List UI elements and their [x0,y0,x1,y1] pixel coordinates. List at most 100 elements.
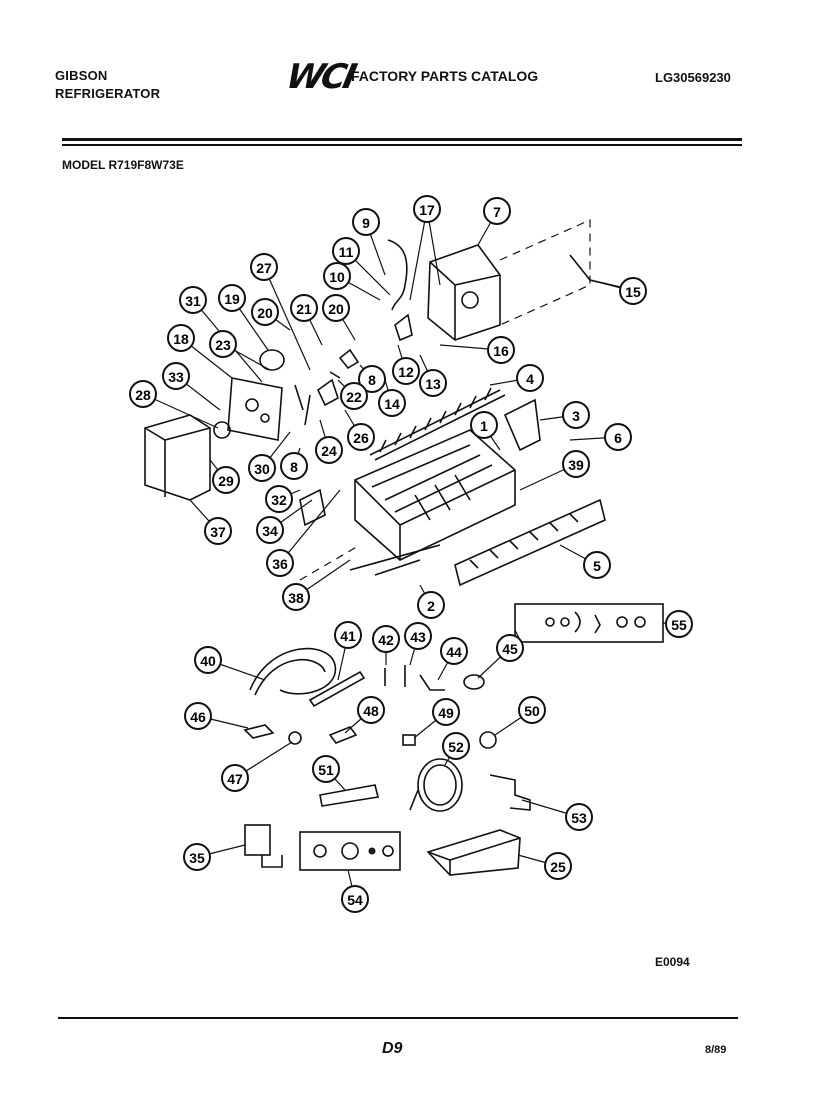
callout-number: 6 [614,430,622,446]
callout-circle [392,357,420,385]
callout-16: 16 [487,336,515,364]
callout-circle [496,634,524,662]
callout-47: 47 [221,764,249,792]
callout-14: 14 [378,389,406,417]
callout-20: 20 [251,298,279,326]
callout-9: 9 [352,208,380,236]
callout-circle [265,485,293,513]
callout-number: 46 [190,709,206,725]
callout-number: 20 [328,301,344,317]
catalog-title: FACTORY PARTS CATALOG [351,68,539,84]
callout-number: 45 [502,641,518,657]
callout-35: 35 [183,843,211,871]
callout-4: 4 [516,364,544,392]
callout-circle [167,324,195,352]
callout-number: 8 [368,372,376,388]
callout-circle [565,803,593,831]
callout-39: 39 [562,450,590,478]
callout-54: 54 [341,885,369,913]
callout-51: 51 [312,755,340,783]
callout-36: 36 [266,549,294,577]
callout-18: 18 [167,324,195,352]
callout-circle [250,253,278,281]
callout-circle [221,764,249,792]
callout-17: 17 [413,195,441,223]
callout-circle [312,755,340,783]
callout-circle [516,364,544,392]
callout-number: 31 [185,293,201,309]
callout-number: 30 [254,461,270,477]
callout-circle [212,466,240,494]
callout-number: 10 [329,269,345,285]
callout-circle [290,294,318,322]
callout-circle [417,591,445,619]
model-number: MODEL R719F8W73E [62,158,184,172]
callout-number: 20 [257,305,273,321]
callout-6: 6 [604,423,632,451]
callout-number: 44 [446,644,462,660]
callout-number: 4 [526,371,534,387]
callout-number: 5 [593,558,601,574]
callout-41: 41 [334,621,362,649]
callout-number: 43 [410,629,426,645]
callout-40: 40 [194,646,222,674]
callout-number: 25 [550,859,566,875]
callout-50: 50 [518,696,546,724]
callout-circle [442,732,470,760]
callout-number: 8 [290,459,298,475]
callout-number: 34 [262,523,278,539]
callout-55: 55 [665,610,693,638]
callout-number: 24 [321,443,337,459]
callout-circle [315,436,343,464]
callout-number: 32 [271,492,287,508]
callout-number: 22 [346,389,362,405]
callout-circle [129,380,157,408]
callout-13: 13 [419,369,447,397]
callout-circle [432,698,460,726]
callout-number: 13 [425,376,441,392]
callout-circle [256,516,284,544]
callout-number: 41 [340,628,356,644]
callout-circle [341,885,369,913]
callout-circle [248,454,276,482]
callout-number: 50 [524,703,540,719]
callout-number: 23 [215,337,231,353]
callout-7: 7 [483,197,511,225]
callout-circle [209,330,237,358]
callout-circle [378,389,406,417]
motor-housing [427,244,501,341]
callout-44: 44 [440,637,468,665]
header-rule-bottom [62,144,742,146]
callout-number: 12 [398,364,414,380]
callout-number: 9 [362,215,370,231]
callout-number: 51 [318,762,334,778]
callout-21: 21 [290,294,318,322]
callout-48: 48 [357,696,385,724]
callout-circle [440,637,468,665]
product-type: REFRIGERATOR [55,86,161,101]
callout-number: 36 [272,556,288,572]
callout-8: 8 [280,452,308,480]
callout-circle [183,843,211,871]
callout-circle [483,197,511,225]
callout-19: 19 [218,284,246,312]
footer-rule [58,1017,738,1019]
callout-46: 46 [184,702,212,730]
callout-24: 24 [315,436,343,464]
callout-circle [179,286,207,314]
callout-circle [404,622,432,650]
callout-34: 34 [256,516,284,544]
callout-number: 27 [256,260,272,276]
callout-circle [583,551,611,579]
callout-number: 15 [625,284,641,300]
callout-number: 49 [438,705,454,721]
callout-circle [665,610,693,638]
header-rule-top [62,138,742,141]
callout-45: 45 [496,634,524,662]
callout-circle [518,696,546,724]
callout-number: 17 [419,202,435,218]
callout-number: 54 [347,892,363,908]
callout-33: 33 [162,362,190,390]
